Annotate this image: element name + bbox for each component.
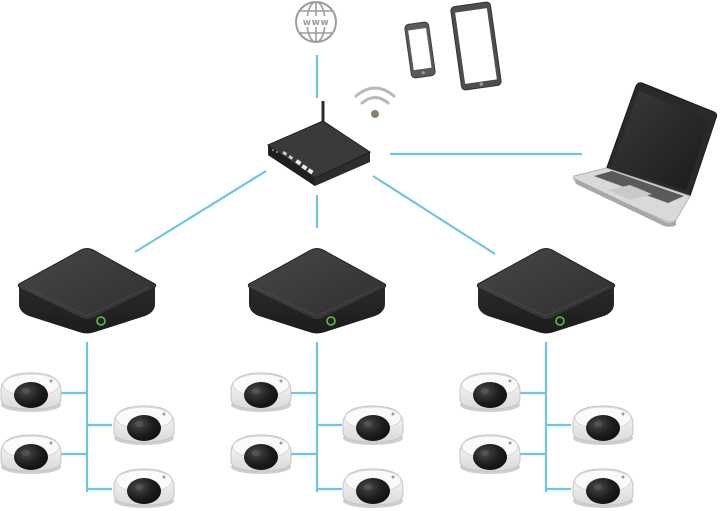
dome-camera-icon	[459, 434, 521, 475]
dome-camera-icon	[230, 434, 292, 475]
dome-camera-icon	[113, 405, 175, 446]
recorder-1	[17, 247, 157, 335]
globe-icon: www	[295, 1, 337, 43]
dome-camera-icon	[572, 405, 634, 446]
link-router-recorder-1	[134, 170, 267, 253]
dome-camera-icon	[342, 468, 404, 509]
laptop-icon	[573, 82, 718, 227]
internet-label: www	[303, 18, 329, 28]
dome-camera-icon	[0, 372, 62, 413]
dome-camera-icon	[459, 372, 521, 413]
recorder-3	[476, 247, 616, 335]
dome-camera-icon	[230, 372, 292, 413]
connection-lines	[60, 55, 582, 492]
link-router-recorder-3	[372, 175, 496, 255]
recorder-2	[247, 247, 387, 335]
wifi-icon	[354, 86, 396, 118]
smartphone-icon	[404, 21, 436, 79]
tablet-icon	[450, 1, 502, 91]
dome-camera-icon	[342, 405, 404, 446]
dome-camera-icon	[0, 434, 62, 475]
dome-camera-icon	[113, 468, 175, 509]
dome-camera-icon	[572, 468, 634, 509]
router-icon	[266, 101, 372, 186]
